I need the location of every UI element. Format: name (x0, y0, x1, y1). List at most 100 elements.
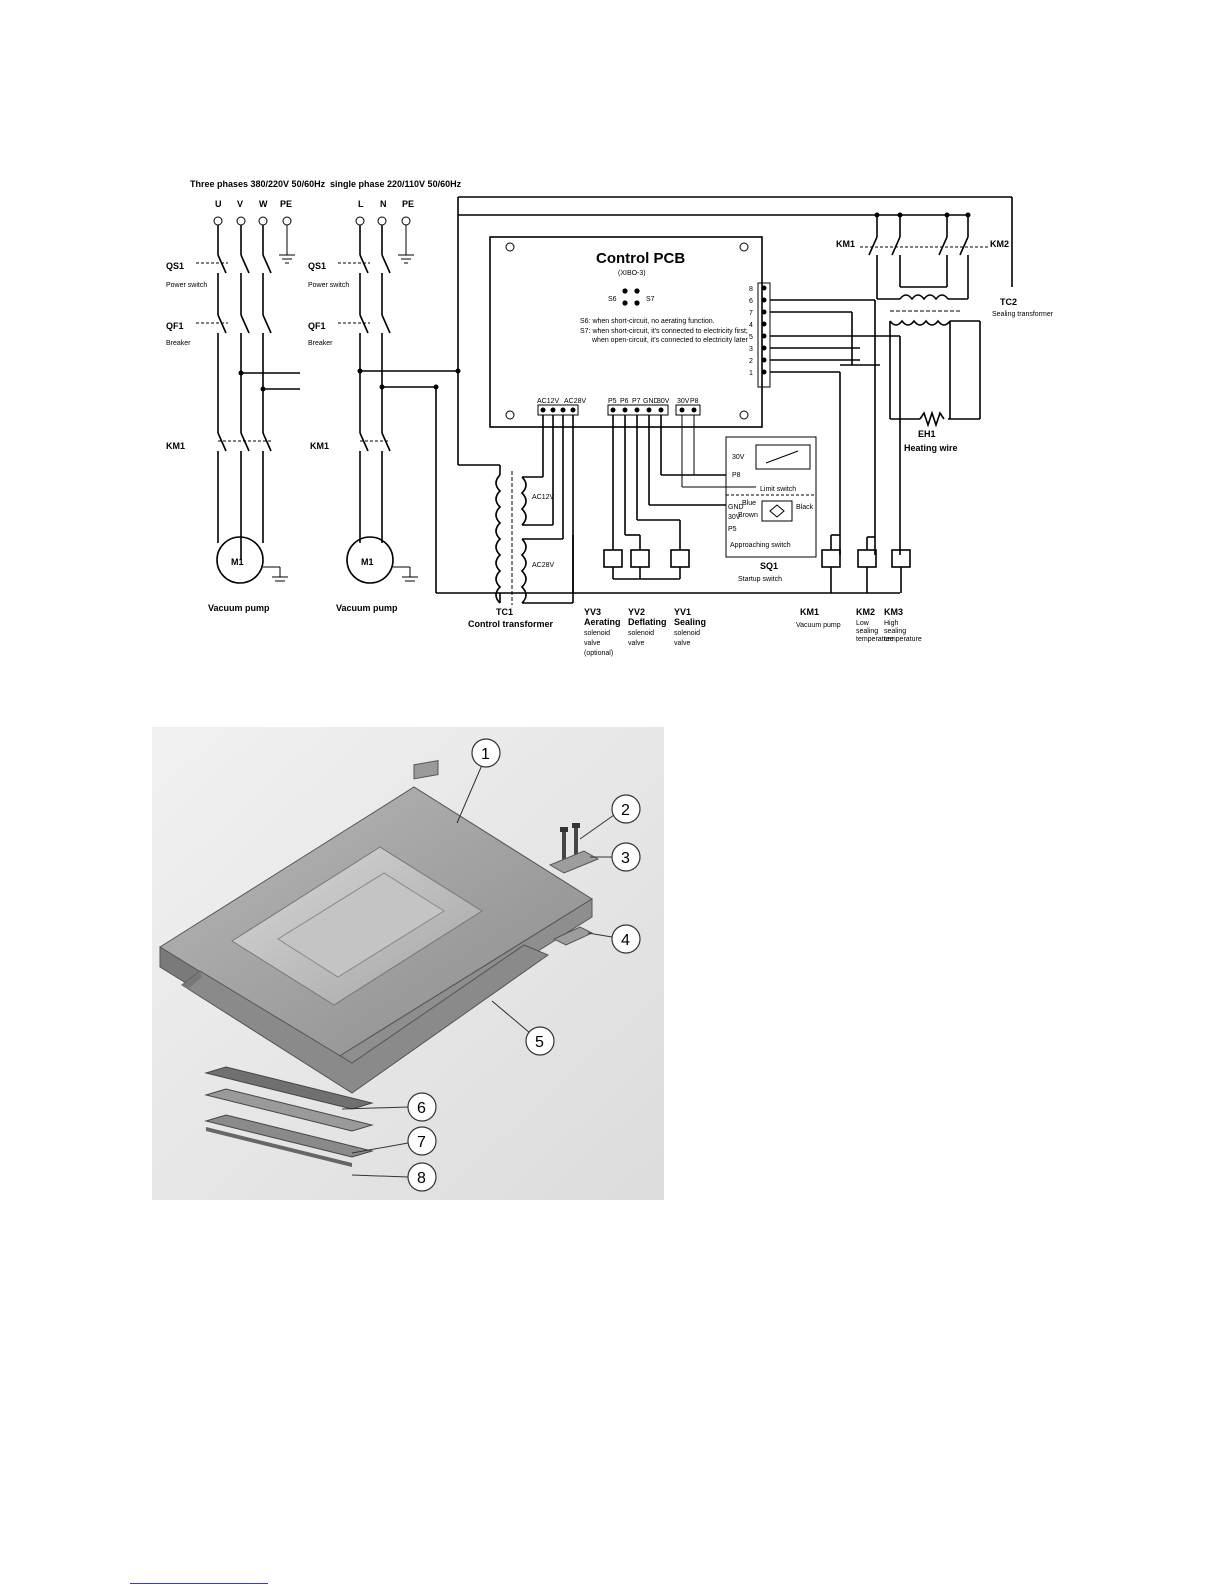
yv2-desc-3: valve (628, 640, 644, 647)
callout-2: 2 (579, 794, 641, 840)
km-captions: KM1 Vacuum pump KM2 Low sealing temperat… (796, 607, 922, 643)
km3-coil-desc-3: temperature (884, 636, 922, 643)
control-transformer-tc1: AC12V AC28V TC1 Control transformer (468, 465, 555, 629)
three-phase-wires (217, 225, 300, 560)
yv1-label: YV1 (674, 607, 691, 617)
sealing-transformer-label: Sealing transformer (992, 311, 1054, 318)
gasket-ring (181, 944, 550, 1094)
km1-coil-label: KM1 (800, 607, 819, 617)
startup-switch-label: Startup switch (738, 576, 782, 583)
heating-wire-eh1: EH1 Heating wire (890, 320, 981, 453)
yv2-coil (630, 549, 650, 568)
valve-captions: YV3 Aerating solenoid valve (optional) Y… (584, 607, 706, 657)
terminal-l: L (358, 199, 364, 209)
sq1-label: SQ1 (760, 561, 778, 571)
callout-3: 3 (590, 842, 641, 872)
footnote-rule (130, 1583, 268, 1584)
km1-top-label: KM1 (836, 239, 855, 249)
km3-coil (891, 549, 911, 568)
callout-4: 4 (587, 924, 641, 954)
km2-top-label: KM2 (990, 239, 1009, 249)
single-phase-terminals: L N PE (355, 199, 414, 264)
single-phase-supply-label: single phase 220/110V 50/60Hz (330, 179, 462, 189)
vacuum-pump-label-single: Vacuum pump (336, 603, 398, 613)
pcb-pin-strip: 8 6 7 4 5 3 2 1 (749, 282, 771, 388)
callout-7-label: 7 (417, 1134, 426, 1151)
power-switch-label-single: Power switch (308, 282, 349, 289)
pcb-term-ac12v: AC12V (537, 398, 560, 405)
qf1-label: QF1 (166, 321, 184, 331)
pcb-terminal-block-left: AC12V AC28V (537, 398, 587, 416)
control-pcb-board (489, 236, 763, 428)
tc2-label: TC2 (1000, 297, 1017, 307)
km3-coil-desc-1: High (884, 620, 899, 627)
wiring-schematic: Three phases 380/220V 50/60Hz single pha… (166, 179, 1054, 657)
callout-2-label: 2 (621, 802, 630, 819)
note-s7-line2: when open-circuit, it's connected to ele… (591, 337, 748, 344)
yv2-label: YV2 (628, 607, 645, 617)
sealing-strips (204, 1066, 374, 1167)
breaker-label: Breaker (166, 340, 191, 347)
sealing-transformer-tc2: TC2 Sealing transformer (877, 294, 1054, 419)
tc1-secondary-wires (522, 415, 900, 604)
startup-switch-sq1: 30V P8 Limit switch GND 30V P5 Blue Brow… (681, 415, 817, 583)
pcb-pin-3: 3 (749, 346, 753, 353)
km2-coil (857, 549, 877, 568)
terminal-n: N (380, 199, 387, 209)
limit-p8-label: P8 (732, 472, 741, 479)
ac12v-winding-label: AC12V (532, 494, 555, 501)
control-transformer-label: Control transformer (468, 619, 554, 629)
yv1-desc-2: solenoid (674, 630, 700, 637)
pcb-pin-1: 1 (749, 370, 753, 377)
pcb-term-p5: P5 (608, 398, 617, 405)
terminal-pe-single: PE (402, 199, 414, 209)
pcb-pin-wires (770, 299, 901, 555)
callout-7: 7 (351, 1126, 437, 1156)
callout-1-label: 1 (481, 746, 490, 763)
yv1-desc-1: Sealing (674, 617, 706, 627)
km1-coil-desc: Vacuum pump (796, 622, 841, 629)
pcb-terminal-block-mid: P5 P6 P7 GND 30V (607, 398, 670, 416)
terminal-w: W (259, 199, 268, 209)
yv2-desc-1: Deflating (628, 617, 667, 627)
limit-30v-label: 30V (732, 454, 745, 461)
km1-label-single: KM1 (310, 441, 329, 451)
pcb-term-30v: 30V (657, 398, 670, 405)
yv2-desc-2: solenoid (628, 630, 654, 637)
small-plate (552, 926, 594, 946)
yv1-coil (670, 549, 690, 568)
tc1-label: TC1 (496, 607, 513, 617)
callout-1: 1 (456, 738, 501, 824)
km2-coil-desc-2: sealing (856, 628, 878, 635)
km-coil-wiring (830, 534, 902, 593)
yv3-desc-4: (optional) (584, 650, 613, 657)
breaker-label-single: Breaker (308, 340, 333, 347)
jumper-s6-label: S6 (608, 296, 617, 303)
km2-coil-label: KM2 (856, 607, 875, 617)
motor-label: M1 (231, 557, 244, 567)
contactor-km1-km2: KM1 KM2 (836, 212, 1009, 299)
bolts (560, 823, 580, 861)
callout-6: 6 (341, 1092, 437, 1122)
bracket-plate (548, 850, 600, 874)
wire-brown-label: Brown (738, 512, 758, 519)
motor-m1-single-phase (346, 536, 394, 584)
pcb-term-p6: P6 (620, 398, 629, 405)
heating-wire-label: Heating wire (904, 443, 958, 453)
jumper-pins (622, 288, 640, 306)
km3-coil-desc-2: sealing (884, 628, 906, 635)
km2-coil-desc-1: Low (856, 620, 870, 627)
eh1-label: EH1 (918, 429, 936, 439)
pcb-term-p7: P7 (632, 398, 641, 405)
terminal-u: U (215, 199, 222, 209)
approach-p5-label: P5 (728, 526, 737, 533)
pcb-pin-5: 5 (749, 334, 753, 341)
pcb-term-gnd: GND (643, 398, 659, 405)
callout-4-label: 4 (621, 932, 630, 949)
qs1-label: QS1 (166, 261, 184, 271)
yv3-label: YV3 (584, 607, 601, 617)
three-phase-terminals: U V W PE (213, 199, 295, 264)
yv1-desc-3: valve (674, 640, 690, 647)
pcb-term-p8: P8 (690, 398, 699, 405)
valve-wiring (612, 415, 726, 580)
